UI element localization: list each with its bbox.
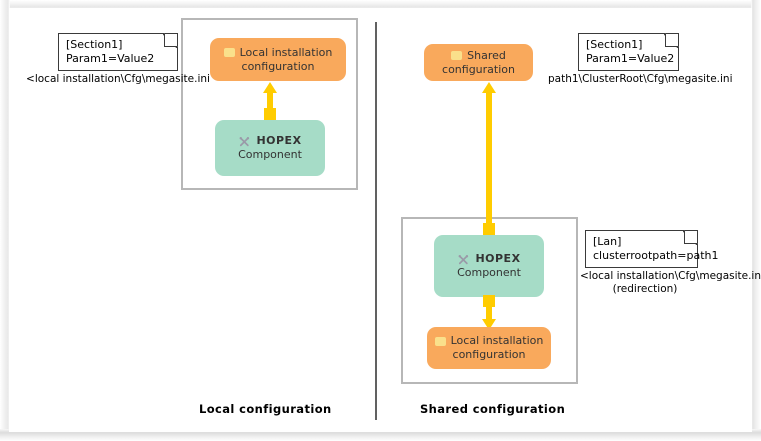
note-fold-corner-icon <box>682 230 698 246</box>
node-label-line1: HOPEX <box>238 134 301 148</box>
canvas-frame-right <box>751 0 761 441</box>
node-label-text: HOPEX <box>475 252 521 265</box>
note-line1: [Section1] <box>66 38 123 51</box>
node-hopex-component[interactable]: HOPEX Component <box>434 235 544 297</box>
arrowhead-up-icon <box>482 82 496 93</box>
connector-stem <box>486 91 492 225</box>
node-label-line2: configuration <box>442 62 515 76</box>
connector-source-tag <box>483 295 495 307</box>
note-body: [Lan] clusterrootpath=path1 <box>585 230 719 268</box>
node-label-line1: HOPEX <box>457 252 520 266</box>
note-line1: [Section1] <box>586 38 643 51</box>
note-shared-ini: [Section1] Param1=Value2 path1\ClusterRo… <box>548 33 733 86</box>
node-label-line2: configuration <box>241 59 315 73</box>
node-label-line1: Shared <box>451 49 506 63</box>
node-hopex-component[interactable]: HOPEX Component <box>215 120 325 176</box>
node-label-text: Local installation <box>450 334 544 347</box>
note-caption: <local installation\Cfg\megasite.ini <box>26 73 210 85</box>
connector-source-tag <box>483 223 495 235</box>
note-line2: clusterrootpath=path1 <box>593 249 719 262</box>
connector-stem <box>267 91 273 110</box>
node-local-installation-configuration[interactable]: Local installation configuration <box>210 38 346 81</box>
connector-source-tag <box>264 108 276 120</box>
node-label-line1: Local installation <box>223 45 333 60</box>
note-lan-redirection: [Lan] clusterrootpath=path1 <local insta… <box>580 230 761 296</box>
note-body: [Section1] Param1=Value2 <box>578 33 679 71</box>
yellow-square-icon <box>434 336 446 346</box>
connector-hopex-to-shared-config <box>476 82 502 236</box>
yellow-square-icon <box>451 51 463 60</box>
node-label-line2: Component <box>238 148 302 161</box>
note-local-ini: [Section1] Param1=Value2 <local installa… <box>26 33 210 86</box>
section-divider <box>375 22 377 420</box>
node-label-line2: Component <box>457 266 521 279</box>
node-label-text: Shared <box>467 48 506 62</box>
canvas-inner-surface <box>9 8 752 432</box>
section-caption-shared: Shared configuration <box>420 402 566 416</box>
canvas-frame-left <box>0 0 10 441</box>
note-fold-corner-icon <box>663 33 679 49</box>
note-line2: Param1=Value2 <box>586 52 675 65</box>
arrowhead-up-icon <box>263 82 277 93</box>
node-shared-configuration[interactable]: Shared configuration <box>424 44 533 81</box>
note-line1: [Lan] <box>593 235 622 248</box>
node-label-text: HOPEX <box>256 134 302 147</box>
note-caption: path1\ClusterRoot\Cfg\megasite.ini <box>548 73 733 85</box>
canvas-frame-top <box>0 0 761 9</box>
connector-hopex-to-local-config <box>476 295 502 331</box>
tools-icon <box>239 137 250 147</box>
note-caption-line2: (redirection) <box>612 283 678 295</box>
note-body: [Section1] Param1=Value2 <box>58 33 178 71</box>
note-fold-corner-icon <box>162 33 178 49</box>
connector-hopex-to-local-config <box>257 82 283 122</box>
node-label-line2: configuration <box>452 348 526 361</box>
node-label-text: Local installation <box>239 45 333 59</box>
arrowhead-down-icon <box>482 319 496 330</box>
yellow-square-icon <box>223 48 235 57</box>
node-local-installation-configuration[interactable]: Local installation configuration <box>427 327 551 369</box>
node-label-line1: Local installation <box>434 334 544 348</box>
canvas-frame-bottom <box>0 429 761 441</box>
note-line2: Param1=Value2 <box>66 52 155 65</box>
connector-stem <box>486 306 492 321</box>
tools-icon <box>458 255 469 265</box>
note-caption-line1: <local installation\Cfg\megasite.ini <box>580 270 761 282</box>
section-caption-local: Local configuration <box>199 402 332 416</box>
